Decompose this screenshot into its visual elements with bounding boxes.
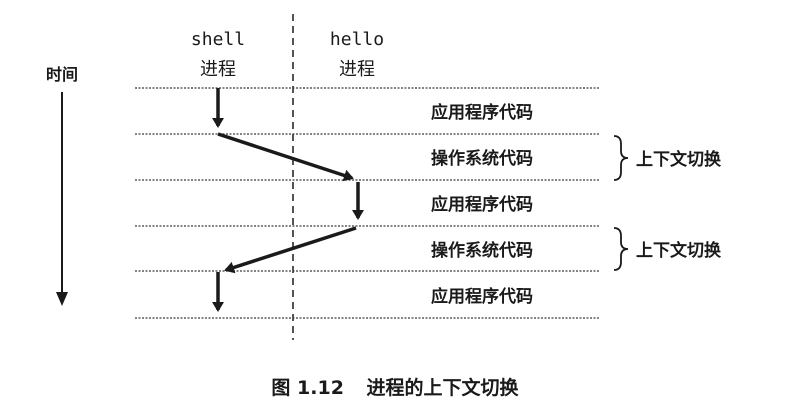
shell-process-name: shell xyxy=(191,29,245,50)
segment-label: 操作系统代码 xyxy=(431,148,533,169)
segment-label: 操作系统代码 xyxy=(431,240,533,261)
time-boundaries xyxy=(135,87,600,319)
segment-label: 应用程序代码 xyxy=(431,286,533,307)
context-switch-label: 上下文切换 xyxy=(636,240,722,261)
context-switch-label: 上下文切换 xyxy=(636,149,722,170)
execution-flow xyxy=(212,88,364,312)
segment-label: 应用程序代码 xyxy=(431,194,533,215)
flow-arrow-switch-to-hello xyxy=(217,132,354,182)
figure-caption: 图 1.12 进程的上下文切换 xyxy=(271,376,519,399)
figure-title: 进程的上下文切换 xyxy=(367,376,520,399)
figure-number: 图 1.12 xyxy=(271,377,344,399)
time-axis-arrowhead xyxy=(56,292,68,306)
segment-label: 应用程序代码 xyxy=(431,102,533,123)
time-axis-label: 时间 xyxy=(46,65,78,84)
context-switch-brace xyxy=(613,227,629,271)
hello-process-label: 进程 xyxy=(339,59,375,80)
hello-process-name: hello xyxy=(330,29,384,50)
flow-arrow-switch-to-shell xyxy=(224,226,357,274)
shell-process-label: 进程 xyxy=(200,59,236,80)
context-switch-brace xyxy=(613,135,629,181)
